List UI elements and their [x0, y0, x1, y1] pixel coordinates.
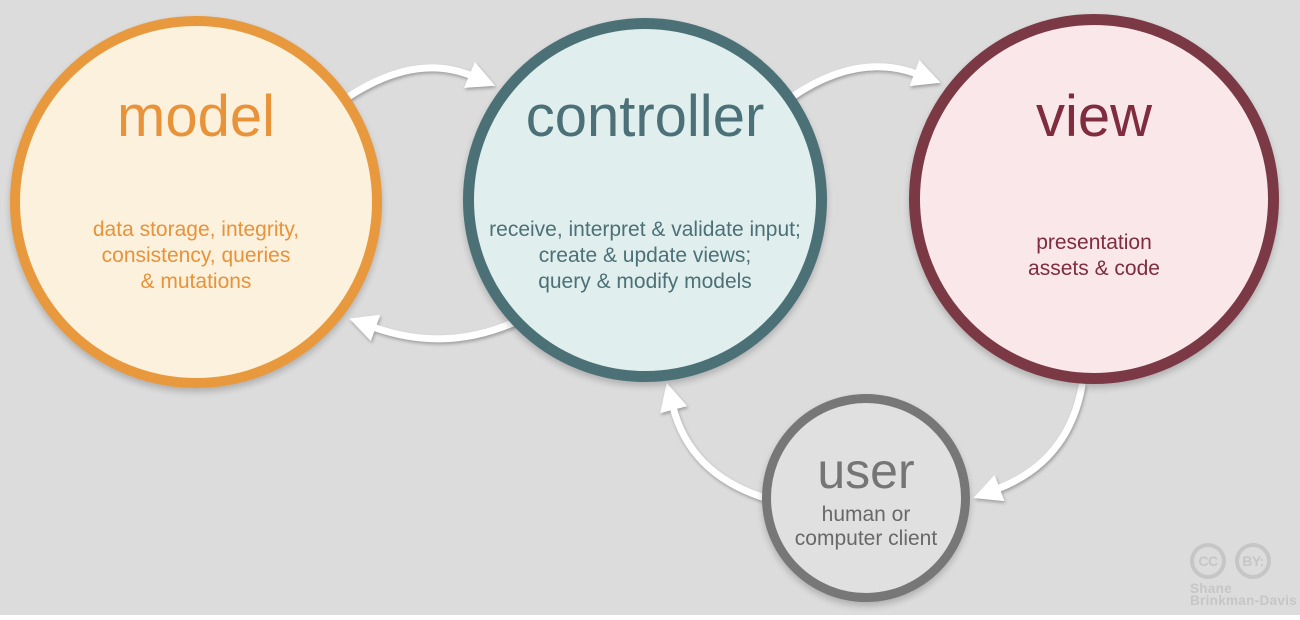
footer-strip	[0, 615, 1300, 620]
cc-by-icon-label: BY:	[1242, 553, 1264, 569]
node-model: model data storage, integrity, consisten…	[10, 16, 382, 388]
node-controller-title: controller	[525, 84, 765, 149]
author-name-line1: Shane	[1190, 581, 1233, 596]
node-user: user human or computer client	[762, 394, 970, 602]
cc-icon-label: CC	[1198, 553, 1218, 569]
node-controller-description: receive, interpret & validate input; cre…	[489, 218, 801, 293]
arrow-view-to-user	[973, 382, 1086, 502]
license-credit: CC BY: Shane Brinkman-Davis	[1190, 543, 1297, 608]
node-model-title: model	[117, 84, 275, 149]
node-user-description: human or computer client	[794, 503, 938, 550]
node-user-title: user	[817, 443, 915, 499]
node-view: view presentation assets & code	[909, 14, 1279, 384]
node-controller: controller receive, interpret & validate…	[463, 18, 827, 382]
node-view-title: view	[1035, 84, 1153, 149]
license-icons: CC BY:	[1190, 543, 1294, 579]
arrow-user-to-controller	[660, 382, 766, 501]
node-model-description: data storage, integrity, consistency, qu…	[92, 218, 300, 293]
cc-icon: CC	[1190, 543, 1226, 579]
arrow-controller-to-model	[349, 314, 519, 343]
author-name-line2: Brinkman-Davis	[1190, 593, 1297, 608]
cc-by-icon: BY:	[1235, 543, 1271, 579]
node-view-description: presentation assets & code	[1028, 231, 1160, 280]
